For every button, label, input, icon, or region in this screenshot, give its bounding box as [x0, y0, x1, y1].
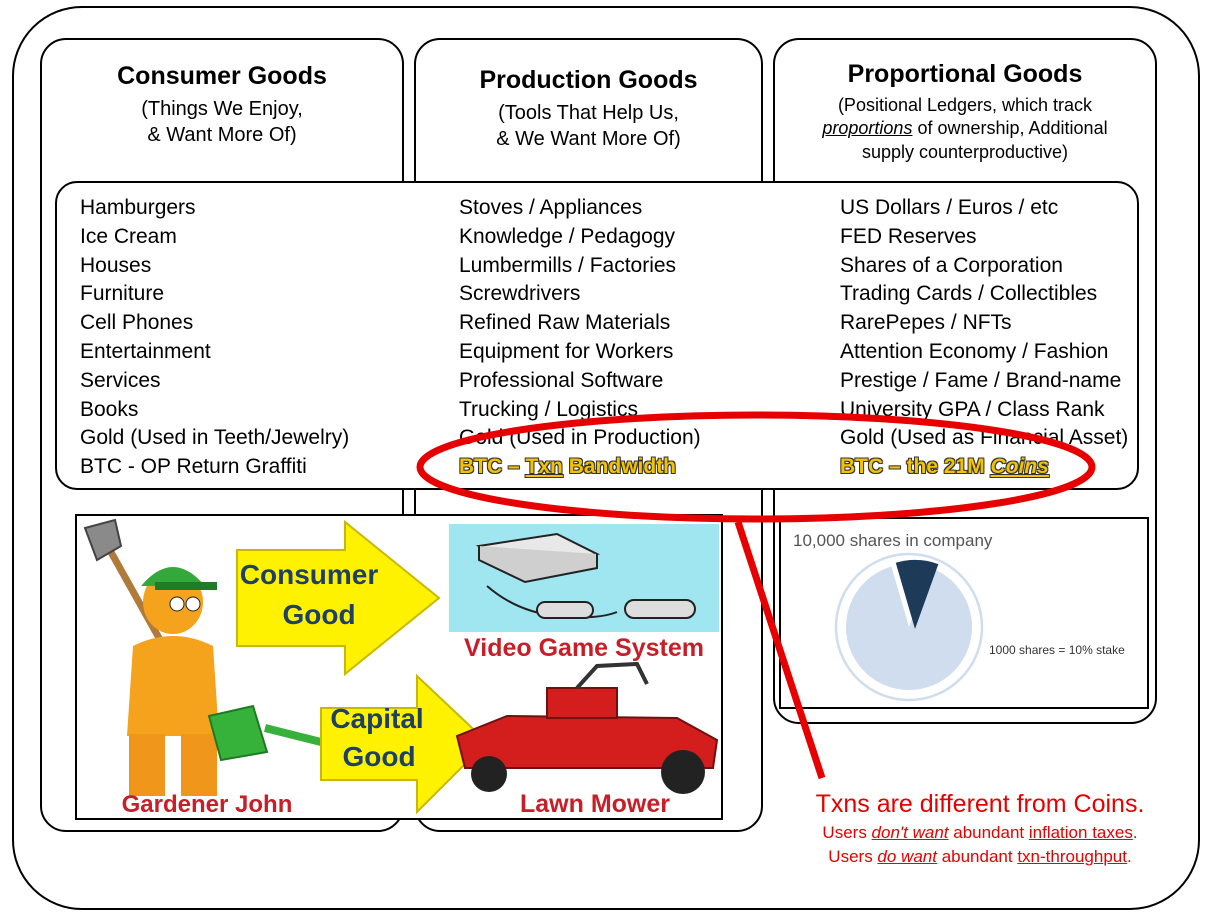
consumer-subtitle-line1: (Things We Enjoy, [141, 98, 303, 120]
proportional-goods-title: Proportional Goods [847, 60, 1083, 88]
list-item: Prestige / Fame / Brand-name [840, 368, 1122, 392]
consumer-arrow-text-1: Consumer [240, 559, 379, 590]
list-item: Hamburgers [80, 196, 196, 219]
illustration-canvas: Consumer Good Capital Good Video Game Sy… [83, 518, 719, 818]
lawn-mower-image: Lawn Mower [455, 661, 719, 818]
consumer-goods-list: Hamburgers Ice Cream Houses Furniture Ce… [80, 194, 349, 482]
pie-ring [834, 552, 984, 702]
annotation-note: Txns are different from Coins. Users don… [760, 790, 1200, 867]
btc-txn-post: Bandwidth [562, 455, 677, 479]
note1-pre: Users [822, 823, 872, 842]
list-item: Screwdrivers [459, 282, 581, 306]
list-item: Lumbermills / Factories [459, 253, 677, 277]
production-goods-title: Production Goods [479, 66, 698, 94]
consumer-goods-title: Consumer Goods [117, 62, 327, 90]
note2-emph2: txn-throughput [1017, 847, 1127, 866]
note1-mid: abundant [948, 823, 1029, 842]
note1-emph2: inflation taxes [1028, 823, 1133, 842]
list-item: Services [80, 368, 161, 392]
note1-emph1: don't want [871, 823, 949, 842]
list-item: Equipment for Workers [459, 339, 674, 363]
proportional-goods-list: US Dollars / Euros / etc FED Reserves Sh… [840, 194, 1128, 482]
proportions-emphasis: proportions [822, 118, 913, 139]
proportional-goods-column: Proportional Goods (Positional Ledgers, … [773, 38, 1157, 724]
list-item: Houses [80, 253, 152, 277]
shares-pie-chart: 10,000 shares in company 1000 shares = 1… [793, 531, 1125, 702]
proportional-subtitle-line3: supply counterproductive) [861, 141, 1069, 162]
pie-title: 10,000 shares in company [793, 531, 993, 550]
video-game-system-label: Video Game System [464, 634, 704, 662]
note2-pre: Users [828, 847, 878, 866]
proportional-subtitle-line2-rest: of ownership, Additional [912, 118, 1108, 139]
note-line-1: Users don't want abundant inflation taxe… [760, 823, 1200, 843]
pie-slice-label: 1000 shares = 10% stake [989, 643, 1125, 657]
list-item: Furniture [80, 282, 165, 306]
goods-illustration: Consumer Good Capital Good Video Game Sy… [75, 514, 723, 820]
production-subtitle-line1: (Tools That Help Us, [498, 102, 679, 124]
production-goods-list: Stoves / Appliances Knowledge / Pedagogy… [459, 194, 701, 482]
list-item: Stoves / Appliances [459, 196, 643, 219]
production-subtitle-line2: & We Want More Of) [496, 128, 681, 150]
note-headline: Txns are different from Coins. [815, 790, 1145, 818]
consumer-good-arrow: Consumer Good [236, 519, 441, 677]
consumer-arrow-text-2: Good [282, 599, 355, 630]
gardener-john-label: Gardener John [122, 791, 293, 818]
list-item: Trading Cards / Collectibles [840, 282, 1098, 306]
note-line-2: Users do want abundant txn-throughput. [760, 847, 1200, 867]
note2-emph1: do want [877, 847, 937, 866]
list-item: BTC - OP Return Graffiti [80, 455, 307, 479]
list-item: University GPA / Class Rank [840, 397, 1105, 421]
consumer-goods-subtitle: (Things We Enjoy, & Want More Of) [42, 96, 402, 148]
list-item: Ice Cream [80, 224, 177, 248]
list-item: Gold (Used as Financial Asset) [840, 426, 1129, 450]
list-item: Knowledge / Pedagogy [459, 224, 675, 248]
btc-21m-coins-item: BTC – the 21M Coins [840, 453, 1128, 482]
list-item: Books [80, 397, 139, 421]
btc-txn-bandwidth-item: BTC – Txn Bandwidth [459, 453, 701, 482]
btc-txn-pre: BTC – [459, 455, 526, 479]
list-item: Cell Phones [80, 311, 194, 335]
pie-main-slice [846, 566, 972, 690]
shares-pie-panel: 10,000 shares in company 1000 shares = 1… [779, 517, 1149, 709]
list-item: Entertainment [80, 339, 211, 363]
consumer-subtitle-line2: & Want More Of) [147, 124, 297, 146]
gardener-figure [83, 518, 322, 796]
btc-coins-pre: BTC – the 21M [840, 455, 991, 479]
list-item: US Dollars / Euros / etc [840, 196, 1059, 219]
production-goods-subtitle: (Tools That Help Us, & We Want More Of) [416, 100, 761, 152]
list-item: Gold (Used in Teeth/Jewelry) [80, 426, 350, 450]
list-item: Refined Raw Materials [459, 311, 671, 335]
list-item: Trucking / Logistics [459, 397, 638, 421]
note1-post: . [1132, 823, 1138, 842]
proportional-subtitle-line2: proportions of ownership, Additional [775, 117, 1155, 140]
list-item: Attention Economy / Fashion [840, 339, 1109, 363]
video-game-system-image: Video Game System [449, 524, 719, 662]
note2-mid: abundant [936, 847, 1018, 866]
list-item: FED Reserves [840, 224, 977, 248]
coins-emphasis: Coins [990, 455, 1049, 479]
list-item: Shares of a Corporation [840, 253, 1063, 277]
capital-arrow-text-1: Capital [330, 703, 423, 734]
outer-frame [12, 6, 1200, 910]
list-item: Gold (Used in Production) [459, 426, 701, 450]
capital-arrow-text-2: Good [342, 741, 415, 772]
pie-stake-slice [895, 560, 939, 629]
capital-good-arrow: Capital Good [320, 673, 489, 815]
lawn-mower-label: Lawn Mower [520, 790, 670, 818]
list-item: RarePepes / NFTs [840, 311, 1012, 335]
proportional-goods-subtitle: (Positional Ledgers, which track proport… [775, 94, 1155, 164]
proportional-subtitle-line1: (Positional Ledgers, which track [837, 95, 1093, 115]
list-item: Professional Software [459, 368, 664, 392]
txn-emphasis: Txn [525, 455, 563, 479]
note2-post: . [1126, 847, 1132, 866]
